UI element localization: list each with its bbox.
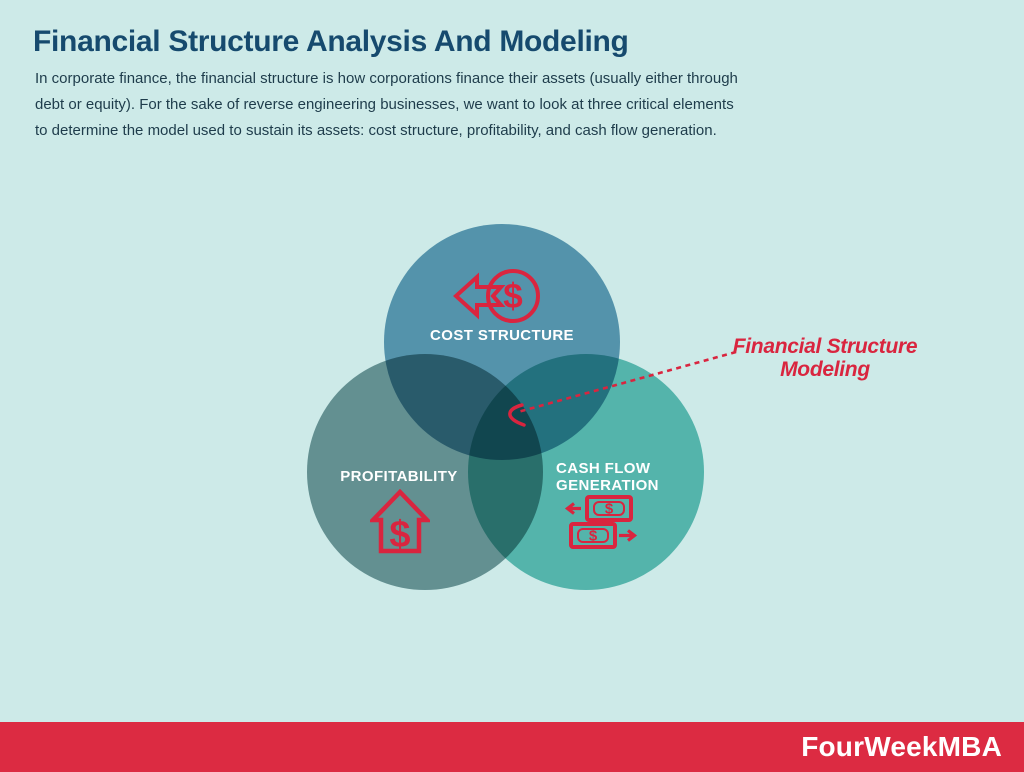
cash-flow-label-line2: GENERATION bbox=[556, 477, 659, 494]
dollar-glyph: $ bbox=[389, 514, 410, 555]
house-dollar-icon: $ bbox=[370, 489, 430, 555]
intro-line-2: debt or equity). For the sake of reverse… bbox=[35, 96, 734, 113]
dollar-glyph: $ bbox=[589, 528, 598, 545]
cost-structure-label: COST STRUCTURE bbox=[430, 327, 574, 344]
dollar-coin-outflow-icon: $ bbox=[453, 269, 540, 323]
dollar-glyph: $ bbox=[605, 501, 614, 518]
page-title: Financial Structure Analysis And Modelin… bbox=[33, 25, 629, 58]
annotation-text: Financial Structure Modeling bbox=[716, 335, 934, 381]
cash-flow-label: CASH FLOW GENERATION bbox=[556, 460, 659, 494]
money-bills-transfer-icon: $ $ bbox=[564, 495, 638, 549]
intro-paragraph: In corporate finance, the financial stru… bbox=[35, 66, 738, 144]
annotation-line1: Financial Structure bbox=[732, 335, 918, 358]
intro-line-1: In corporate finance, the financial stru… bbox=[35, 70, 738, 87]
brand-logo-text: FourWeekMBA bbox=[801, 731, 1002, 762]
profitability-label: PROFITABILITY bbox=[340, 468, 458, 485]
dollar-glyph: $ bbox=[503, 277, 522, 316]
footer-bar: FourWeekMBA bbox=[0, 722, 1024, 772]
cash-flow-label-line1: CASH FLOW bbox=[556, 460, 651, 477]
intro-line-3: to determine the model used to sustain i… bbox=[35, 122, 717, 139]
annotation-line2: Modeling bbox=[780, 358, 870, 381]
